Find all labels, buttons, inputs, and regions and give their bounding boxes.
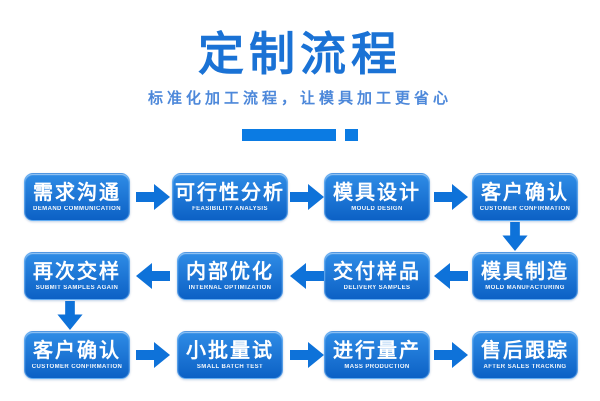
arrow-right-icon bbox=[434, 342, 468, 368]
arrow-right-icon bbox=[136, 342, 170, 368]
arrow-left-icon bbox=[290, 263, 324, 289]
arrow-left-icon bbox=[136, 263, 170, 289]
step-label-zh: 再次交样 bbox=[33, 260, 121, 283]
step-label-zh: 客户确认 bbox=[33, 339, 121, 362]
step-label-zh: 模具设计 bbox=[333, 181, 421, 204]
arrow-left-icon bbox=[434, 263, 468, 289]
step-caption-en: DELIVERY SAMPLES bbox=[343, 284, 411, 291]
step-caption-en: CUSTOMER CONFIRMATION bbox=[31, 363, 123, 370]
step-caption-en: AFTER SALES TRACKING bbox=[483, 363, 567, 370]
step-label-zh: 交付样品 bbox=[333, 260, 421, 283]
title-underline-bar bbox=[242, 129, 336, 141]
step-label-zh: 进行量产 bbox=[333, 339, 421, 362]
step-caption-en: FEASIBILITY ANALYSIS bbox=[192, 205, 268, 212]
step-caption-en: MASS PRODUCTION bbox=[344, 363, 410, 370]
step-caption-en: MOLD MANUFACTURING bbox=[485, 284, 565, 291]
arrow-down-icon bbox=[57, 301, 83, 330]
step-label-zh: 小批量试 bbox=[186, 339, 274, 362]
arrow-right-icon bbox=[290, 342, 324, 368]
step-label-zh: 可行性分析 bbox=[175, 181, 285, 204]
step-caption-en: CUSTOMER CONFIRMATION bbox=[479, 205, 571, 212]
arrow-down-icon bbox=[502, 222, 528, 251]
arrow-right-icon bbox=[290, 184, 324, 210]
step-label-zh: 客户确认 bbox=[481, 181, 569, 204]
arrow-right-icon bbox=[434, 184, 468, 210]
step-caption-en: SMALL BATCH TEST bbox=[196, 363, 264, 370]
step-label-zh: 售后跟踪 bbox=[481, 339, 569, 362]
page-title: 定制流程 bbox=[198, 28, 402, 80]
arrow-right-icon bbox=[136, 184, 170, 210]
step-caption-en: MOULD DESIGN bbox=[351, 205, 403, 212]
step-caption-en: INTERNAL OPTIMIZATION bbox=[188, 284, 272, 291]
step-caption-en: SUBMIT SAMPLES AGAIN bbox=[35, 284, 119, 291]
page-subtitle: 标准化加工流程，让模具加工更省心 bbox=[147, 90, 452, 107]
step-label-zh: 内部优化 bbox=[186, 260, 274, 283]
step-label-zh: 需求沟通 bbox=[33, 181, 121, 204]
step-label-zh: 模具制造 bbox=[481, 260, 569, 283]
title-underline-square bbox=[345, 129, 358, 141]
step-caption-en: DEMAND COMMUNICATION bbox=[33, 205, 121, 212]
